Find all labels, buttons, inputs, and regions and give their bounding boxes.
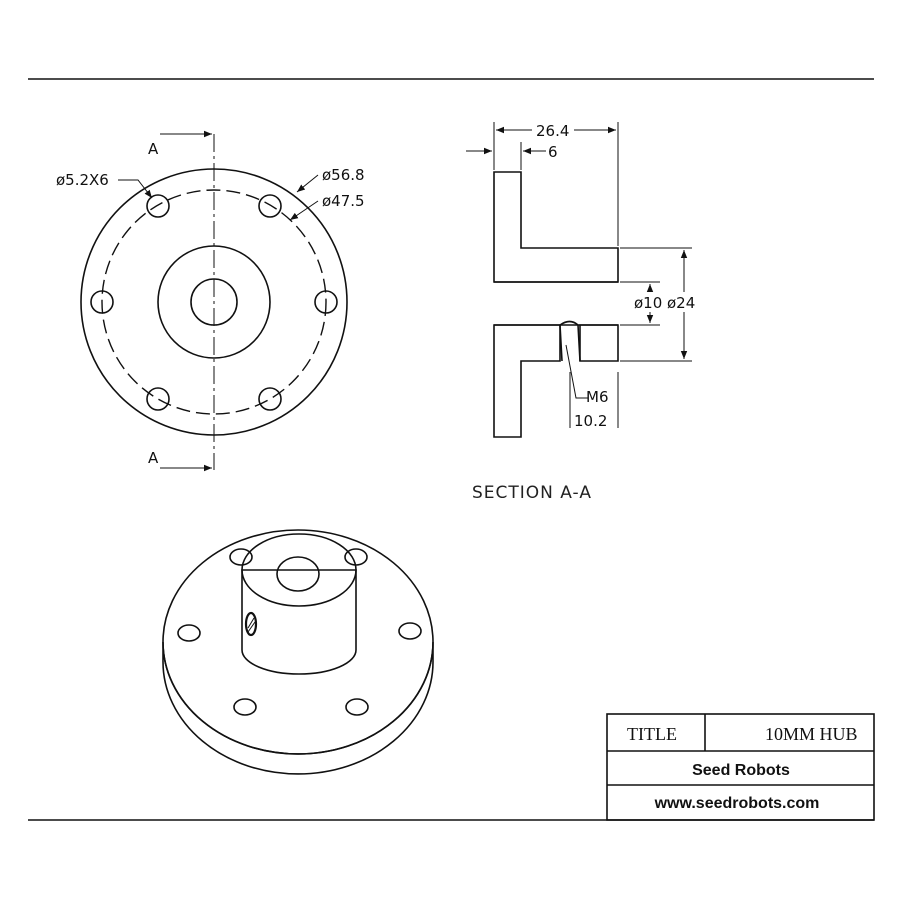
front-view: A A ø5.2X6 ø56.8 ø47.5 xyxy=(56,130,365,472)
iso-flange-top xyxy=(162,529,434,755)
section-label-bottom: A xyxy=(148,449,159,467)
company-name: Seed Robots xyxy=(692,762,790,779)
iso-hole xyxy=(398,622,422,640)
iso-hole xyxy=(345,698,369,716)
hub-dim-label: ø24 xyxy=(667,294,695,312)
iso-setscrew-hole xyxy=(244,611,258,637)
outer-dim-leader xyxy=(296,174,319,193)
mount-hole xyxy=(90,290,114,314)
section-label-top: A xyxy=(148,140,159,158)
title-label: TITLE xyxy=(627,724,677,744)
title-block: TITLE 10MM HUB Seed Robots www.seedrobot… xyxy=(606,713,875,821)
length-dim-label: 26.4 xyxy=(536,122,569,140)
holes-dim-label: ø5.2X6 xyxy=(56,171,109,189)
mount-hole xyxy=(258,387,282,411)
iso-hub-body xyxy=(241,569,357,675)
title-block-frame xyxy=(606,713,875,821)
section-hatch-lower xyxy=(493,324,561,438)
section-hatch-lower-right xyxy=(579,324,619,362)
mount-hole xyxy=(146,194,170,218)
pitch-circle xyxy=(101,189,327,415)
iso-hole xyxy=(229,548,253,566)
flange-dim-label: 6 xyxy=(548,143,558,161)
mount-hole xyxy=(314,290,338,314)
thread-leader xyxy=(565,344,588,399)
company-website: www.seedrobots.com xyxy=(654,795,820,812)
holes-leader xyxy=(118,179,153,199)
iso-hole xyxy=(177,624,201,642)
iso-hub-bore xyxy=(276,556,320,592)
isometric-view xyxy=(162,529,434,775)
iso-hole xyxy=(233,698,257,716)
outer-dim-label: ø56.8 xyxy=(322,166,365,184)
mount-hole xyxy=(258,194,282,218)
pcd-dim-label: ø47.5 xyxy=(322,192,365,210)
thread-dim-label: M6 xyxy=(586,388,609,406)
pcd-dim-leader xyxy=(289,200,319,221)
section-hatch-upper xyxy=(493,171,619,283)
title-value: 10MM HUB xyxy=(765,724,858,744)
thread-pos-dim-label: 10.2 xyxy=(574,412,607,430)
mount-hole xyxy=(146,387,170,411)
setscrew-hole xyxy=(559,320,581,362)
section-caption: SECTION A-A xyxy=(472,483,592,503)
iso-hub-top xyxy=(241,533,357,607)
section-view: 26.4 6 ø10 ø24 M6 10.2 SECTION A-A xyxy=(466,120,700,503)
bore-dim-label: ø10 xyxy=(634,294,662,312)
